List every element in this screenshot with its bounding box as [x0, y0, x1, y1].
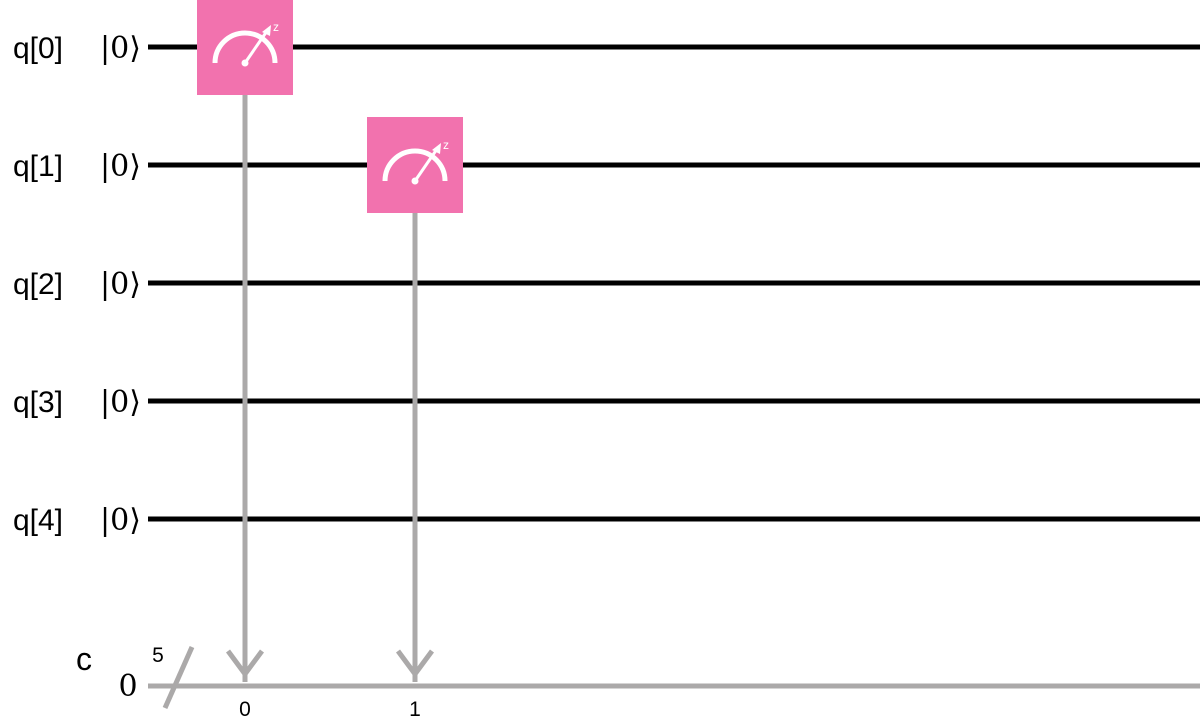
measurement-gates: zz [197, 0, 463, 213]
qubit-label: q[1] [13, 150, 63, 183]
measurement-arrow-head [225, 649, 265, 679]
measurement-basis-label: z [443, 138, 449, 152]
measurement-gate-box [367, 117, 463, 213]
qubit-initial-state: |0⟩ [100, 267, 141, 302]
measurement-arrow-head [395, 649, 435, 679]
qubit-label: q[4] [13, 504, 63, 537]
meter-needle-tip [262, 25, 271, 36]
classical-register-size: 5 [152, 644, 164, 667]
meter-arc [212, 30, 278, 64]
meter-arc [382, 148, 448, 182]
register-size-slash [162, 645, 195, 710]
classical-bit-index: 1 [409, 698, 421, 720]
qubit-initial-state: |0⟩ [100, 31, 141, 66]
meter-needle-tip [432, 143, 441, 154]
measurement-gate: z [197, 0, 293, 95]
qubit-initial-state: |0⟩ [100, 503, 141, 538]
qubit-labels: q[0] |0⟩ q[1] |0⟩ q[2] |0⟩ q[3] |0⟩ q[4] |0⟩ [13, 31, 141, 538]
qubit-label: q[2] [13, 268, 63, 301]
measurement-gate: z [367, 117, 463, 213]
meter-needle [413, 148, 439, 182]
meter-icon: z [212, 20, 279, 67]
classical-register-label: c [76, 641, 92, 677]
qubit-initial-state: |0⟩ [100, 149, 141, 184]
meter-pivot [411, 177, 419, 185]
qubit-label: q[3] [13, 386, 63, 419]
meter-needle [243, 30, 269, 64]
quantum-wires [148, 44, 1200, 522]
qubit-initial-state: |0⟩ [100, 385, 141, 420]
classical-register: c 50 [76, 641, 1200, 710]
classical-register-initial-value: 0 [118, 669, 137, 704]
measurement-basis-label: z [273, 20, 279, 34]
measurement-gate-box [197, 0, 293, 95]
classical-bit-index: 0 [239, 698, 251, 720]
qubit-label: q[0] [13, 32, 63, 65]
meter-icon: z [382, 138, 449, 185]
meter-pivot [241, 59, 249, 67]
